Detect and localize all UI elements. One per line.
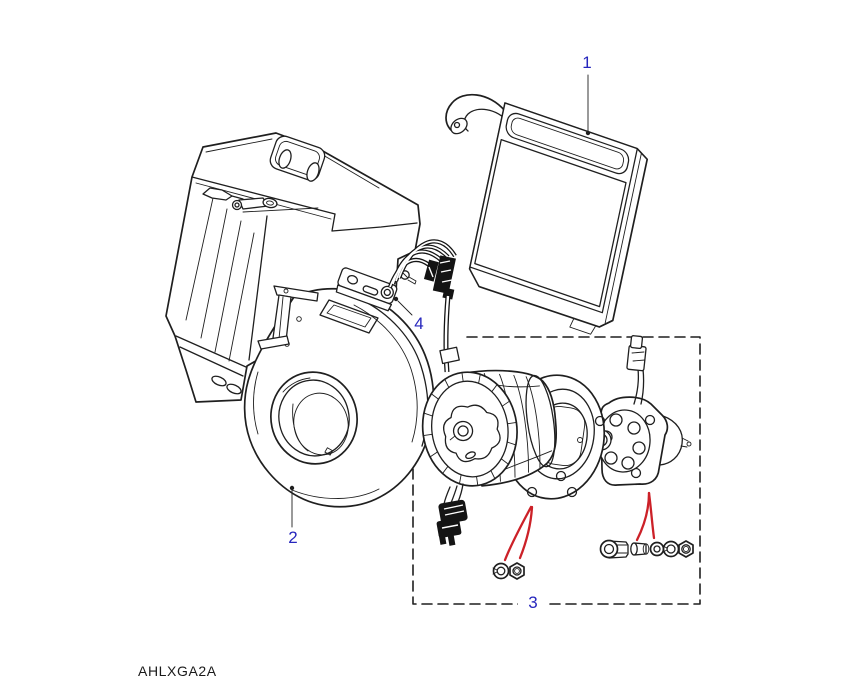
heater-box (165, 132, 421, 403)
drawing-code: AHLXGA2A (138, 663, 217, 679)
spacer-sleeve (630, 542, 650, 556)
motor-plug (436, 483, 468, 546)
blower-housing (243, 285, 435, 508)
housing-inlet-ring (270, 371, 358, 465)
callout-leaders (289, 74, 591, 608)
housing-mount-bracket (257, 285, 319, 350)
motor-wire-connector (626, 335, 647, 405)
wheel-blades (422, 372, 517, 486)
motor-feed-wire (439, 295, 460, 373)
callout-3-motor-assembly[interactable]: 3 (528, 593, 537, 612)
red-pointer-arrows (503, 491, 656, 562)
heater-core-pipe (445, 93, 509, 135)
flap-control-lever (202, 187, 319, 213)
resistor-bracket (335, 239, 460, 373)
callout-4-resistor-bracket[interactable]: 4 (414, 314, 423, 333)
blower-wheel (421, 369, 557, 546)
heater-box-hatching (185, 197, 255, 362)
dashed-group-box (412, 336, 701, 605)
wiring-harness (388, 239, 457, 288)
fastener-hardware (492, 539, 694, 580)
heater-core (445, 93, 649, 335)
heater-box-handle (269, 135, 326, 182)
harness-connector (423, 255, 456, 300)
housing-outlet-flange (319, 299, 379, 334)
callout-2-blower-housing[interactable]: 2 (288, 528, 297, 547)
callout-1-heater-core[interactable]: 1 (582, 53, 591, 72)
bolt (599, 539, 629, 559)
